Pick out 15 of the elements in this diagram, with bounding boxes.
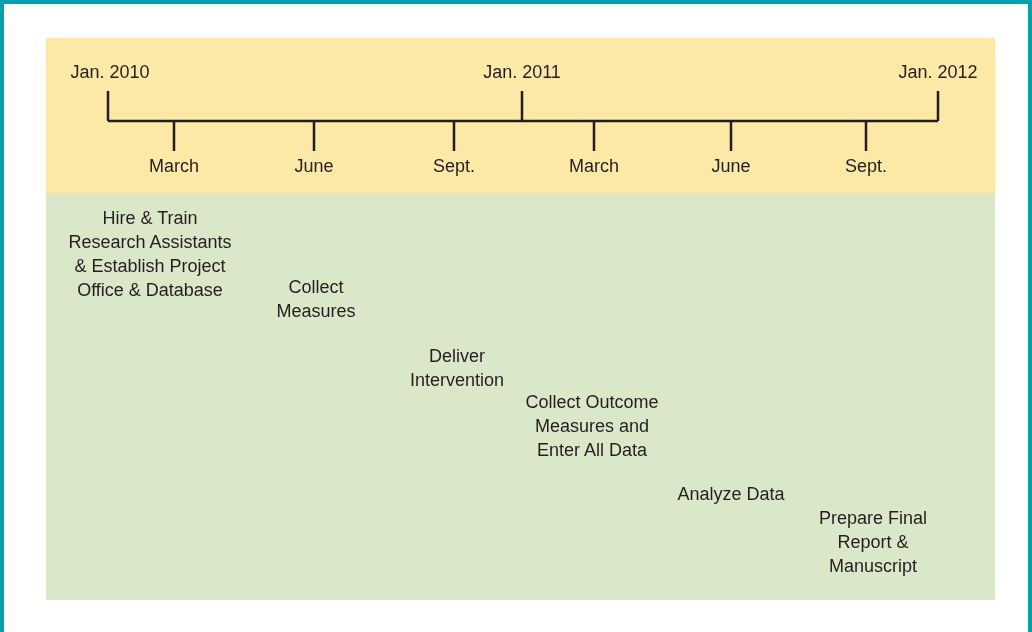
- task-label: Hire & Train Research Assistants & Establish Project Office & Database: [67, 207, 233, 302]
- date-label: Jan. 2010: [69, 61, 151, 84]
- month-label: March: [568, 155, 620, 178]
- month-label: June: [293, 155, 335, 178]
- task-label: Collect Outcome Measures and Enter All Data: [524, 391, 660, 462]
- month-label: June: [710, 155, 752, 178]
- month-label: Sept.: [432, 155, 476, 178]
- date-label: Jan. 2011: [482, 61, 562, 84]
- task-label: Deliver Intervention: [408, 345, 506, 392]
- task-label: Prepare Final Report & Manuscript: [817, 507, 929, 578]
- task-label: Collect Measures: [275, 276, 357, 323]
- task-label: Analyze Data: [676, 483, 786, 506]
- date-label: Jan. 2012: [897, 61, 979, 84]
- month-label: March: [148, 155, 200, 178]
- month-label: Sept.: [844, 155, 888, 178]
